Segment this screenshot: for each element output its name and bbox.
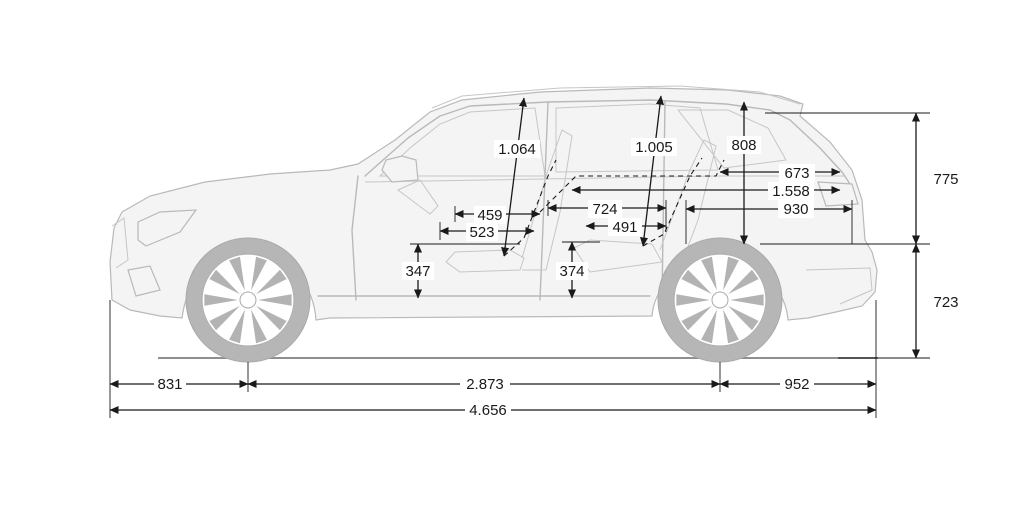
wheel-spoke — [728, 269, 759, 295]
wheel-spoke — [258, 294, 292, 306]
label-rear-overhang: 952 — [784, 376, 809, 393]
window-line — [364, 99, 851, 185]
label-cargo-height: 808 — [731, 137, 756, 154]
front-seat — [445, 129, 573, 273]
label-cargo-floor: 930 — [783, 201, 808, 218]
wheel-spoke — [676, 294, 710, 306]
wheel-spoke — [256, 305, 287, 331]
wheel-spoke — [730, 294, 764, 306]
label-wheelbase: 2.873 — [466, 376, 504, 393]
label-rear-seat-cushion: 491 — [612, 219, 637, 236]
wheel-spoke — [204, 294, 238, 306]
label-rear-legroom: 724 — [592, 201, 617, 218]
label-rear-seat-height: 374 — [559, 263, 584, 280]
wheel-spoke — [681, 305, 712, 331]
label-height-upper: 775 — [933, 171, 958, 188]
b-pillar — [539, 101, 549, 301]
roof-rail — [431, 85, 801, 109]
grille — [111, 217, 129, 269]
wheel-spoke — [251, 309, 267, 344]
label-front-seat-height: 347 — [405, 263, 430, 280]
wheel-spoke — [728, 305, 759, 331]
wheel-spoke — [229, 309, 245, 344]
front-bumper-vent — [127, 265, 161, 297]
label-front-seat-cushion: 523 — [469, 224, 494, 241]
quarter-window — [676, 109, 787, 169]
side-mirror — [381, 155, 419, 183]
steering-wheel — [397, 179, 439, 215]
label-overall-length: 4.656 — [469, 402, 507, 419]
rear-bumper — [805, 267, 873, 305]
wheel-spoke — [701, 256, 717, 291]
front-wheel — [185, 237, 311, 363]
label-front-seat-depth: 459 — [477, 207, 502, 224]
wheel-spoke — [209, 269, 240, 295]
label-headroom-rear: 1.005 — [635, 139, 673, 156]
label-cargo-length-short: 673 — [784, 165, 809, 182]
car-side-view — [109, 85, 878, 363]
wheel-spoke — [701, 309, 717, 344]
dimension-labels: 831 2.873 952 4.656 775 723 1.064 1.005 … — [154, 136, 964, 419]
wheel-spoke — [209, 305, 240, 331]
label-height-lower: 723 — [933, 294, 958, 311]
front-door-edge — [351, 175, 359, 301]
dim-line-headroom-rear — [639, 95, 665, 247]
wheel-spoke — [723, 256, 739, 291]
wheel-spoke — [681, 269, 712, 295]
label-front-overhang: 831 — [157, 376, 182, 393]
wheel-spoke — [723, 309, 739, 344]
label-headroom-front: 1.064 — [498, 141, 536, 158]
headlight — [137, 209, 198, 247]
rear-window — [555, 103, 719, 173]
wheel-spoke — [229, 256, 245, 291]
rear-wheel — [657, 237, 783, 363]
wheel-spoke — [251, 256, 267, 291]
label-cargo-length-long: 1.558 — [772, 183, 810, 200]
wheel-spoke — [256, 269, 287, 295]
